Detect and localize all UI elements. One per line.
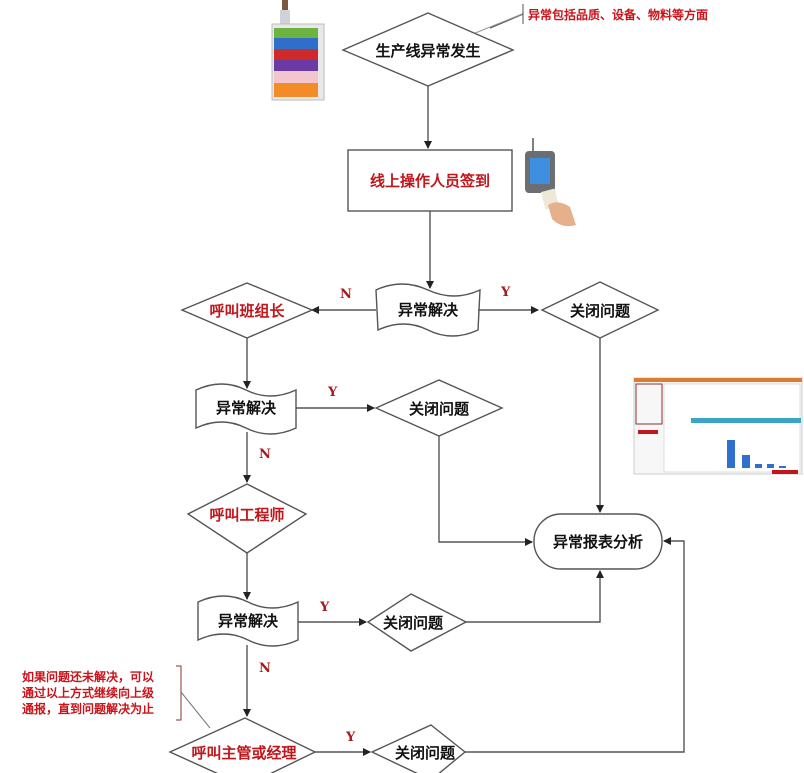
start-node: 生产线异常发生 [341,12,515,87]
svg-text:呼叫工程师: 呼叫工程师 [209,506,284,524]
card-reader-image [525,138,576,227]
edge-label-n: N [340,287,352,302]
edge-label-y: Y [345,730,356,745]
edge-label-y: Y [500,285,511,300]
call-engineer-node: 呼叫工程师 [186,483,308,554]
edge-label-y: Y [327,385,338,400]
close-node-1: 关闭问题 [540,281,660,339]
signin-node: 线上操作人员签到 [347,149,513,212]
report-node: 异常报表分析 [533,513,663,570]
svg-text:呼叫主管或经理: 呼叫主管或经理 [191,744,296,762]
svg-text:异常报表分析: 异常报表分析 [553,533,643,551]
top-annotation: 异常包括品质、设备、物料等方面 [489,4,708,29]
close-node-3: 关闭问题 [366,593,468,652]
svg-text:关闭问题: 关闭问题 [570,302,631,320]
report-screenshot-image [633,377,803,475]
edge-label-y: Y [319,600,330,615]
call-manager-node: 呼叫主管或经理 [168,717,317,773]
svg-text:线上操作人员签到: 线上操作人员签到 [370,172,490,190]
svg-text:通报，直到问题解决为止: 通报，直到问题解决为止 [22,701,154,716]
resolve-node-3: 异常解决 [197,595,299,647]
andon-tower-image [271,0,325,101]
edge-label-n: N [259,661,271,676]
svg-text:关闭问题: 关闭问题 [383,614,444,632]
bottom-annotation: 如果问题还未解决，可以 通过以上方式继续向上级 通报，直到问题解决为止 [22,665,211,729]
svg-text:通过以上方式继续向上级: 通过以上方式继续向上级 [22,685,154,700]
resolve-node-2: 异常解决 [195,383,297,435]
close-node-4: 关闭问题 [370,724,467,773]
svg-text:异常解决: 异常解决 [216,399,277,417]
svg-text:呼叫班组长: 呼叫班组长 [209,302,285,320]
top-note-text: 异常包括品质、设备、物料等方面 [528,7,708,22]
edge-label-n: N [259,447,271,462]
svg-text:异常解决: 异常解决 [218,612,279,630]
svg-text:如果问题还未解决，可以: 如果问题还未解决，可以 [22,669,154,684]
svg-text:异常解决: 异常解决 [398,301,459,319]
svg-text:生产线异常发生: 生产线异常发生 [375,42,480,60]
svg-text:关闭问题: 关闭问题 [395,744,456,762]
close-node-2: 关闭问题 [374,379,504,437]
call-leader-node: 呼叫班组长 [180,282,314,339]
svg-text:关闭问题: 关闭问题 [409,400,470,418]
resolve-node-1: 异常解决 [375,283,481,337]
